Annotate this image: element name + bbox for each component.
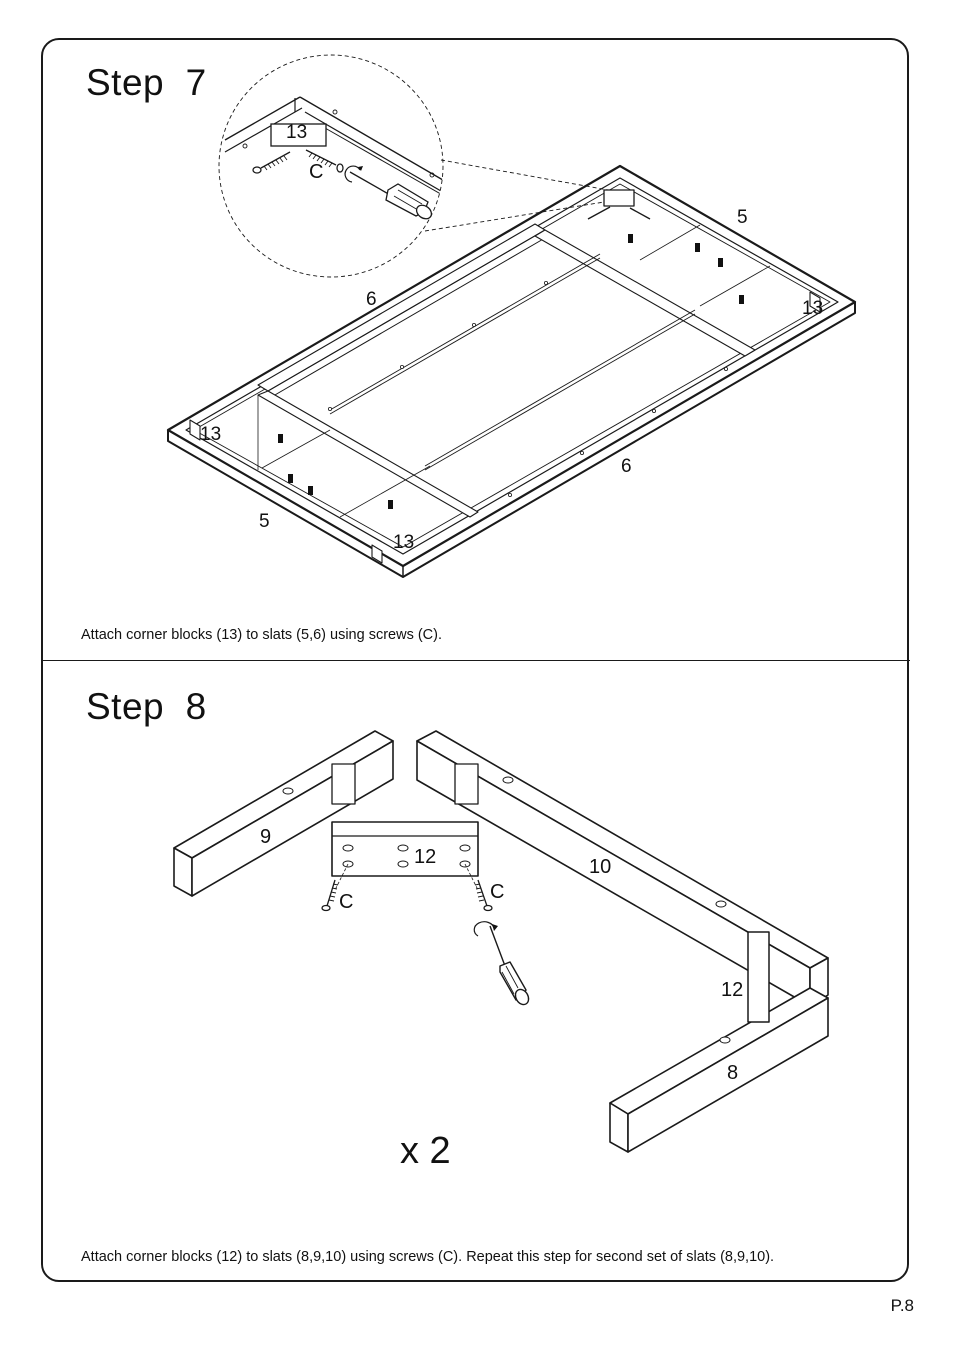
slat-6-right-label: 6 — [621, 456, 632, 477]
step8-leg-assembly-illustration — [173, 730, 829, 1153]
screw-c-right-label: C — [490, 881, 504, 903]
step7-bed-frame-illustration — [166, 164, 857, 578]
detail-screwdriver-icon — [349, 171, 433, 220]
repeat-multiplier: x 2 — [400, 1130, 451, 1172]
corner-block-12 — [747, 931, 770, 1023]
block-13-bottom-label: 13 — [393, 532, 414, 553]
step7-caption: Attach corner blocks (13) to slats (5,6)… — [81, 627, 443, 643]
slat-10-label: 10 — [589, 856, 611, 878]
detail-screw-label: C — [309, 161, 323, 183]
slat-9-label: 9 — [260, 826, 271, 848]
detail-screws — [252, 149, 344, 174]
step8-caption: Attach corner blocks (12) to slats (8,9,… — [81, 1249, 775, 1265]
slat-8-label: 8 — [727, 1062, 738, 1084]
step8-title: Step 8 — [86, 686, 207, 727]
slat-5-bottom-label: 5 — [259, 511, 270, 532]
block-12-corner-label: 12 — [721, 979, 743, 1001]
step8-screwdriver-icon — [489, 925, 530, 1006]
slat-5-top-label: 5 — [737, 207, 748, 228]
detail-block-label: 13 — [286, 122, 307, 143]
step7-detail-callout — [218, 54, 609, 278]
slat-6-left-label: 6 — [366, 289, 377, 310]
block-13-right-label: 13 — [802, 298, 823, 319]
page-number: P.8 — [890, 1296, 914, 1315]
step7-title: Step 7 — [86, 62, 207, 103]
block-12-exploded-label: 12 — [414, 846, 436, 868]
detail-corner-block — [270, 123, 327, 147]
step-divider — [42, 660, 910, 661]
screw-c-left-label: C — [339, 891, 353, 913]
step8-screws — [321, 879, 493, 912]
block-13-left-label: 13 — [200, 424, 221, 445]
